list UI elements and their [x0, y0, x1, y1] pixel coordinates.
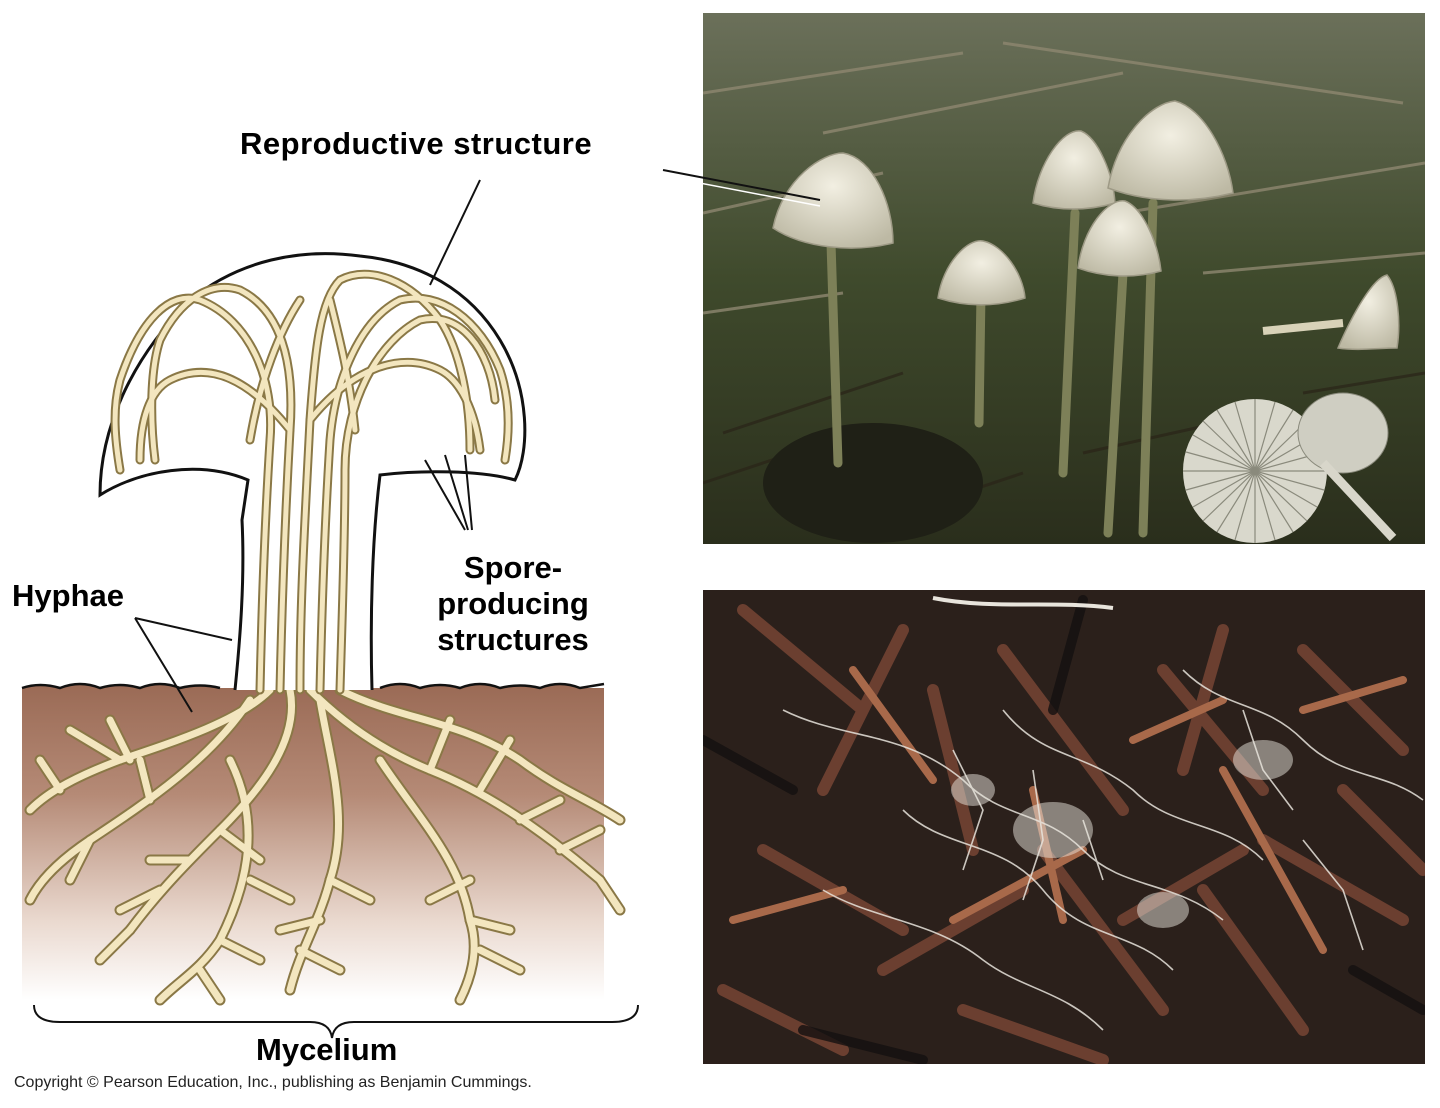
mycelium-brace: [33, 1004, 639, 1039]
label-spore-line3: structures: [437, 622, 589, 657]
label-mycelium: Mycelium: [256, 1032, 398, 1067]
copyright-notice: Copyright © Pearson Education, Inc., pub…: [14, 1074, 532, 1091]
label-spore-line1: Spore-: [463, 550, 563, 585]
fruiting-body-hyphae: [110, 269, 513, 695]
label-spore-producing-structures: Spore- producing structures: [428, 550, 598, 658]
mushroom-gills: [1183, 392, 1397, 543]
photo-mycelium: [703, 590, 1425, 1064]
label-spore-line2: producing: [437, 586, 589, 621]
fungus-diagram: [21, 179, 639, 1039]
mycelium-network: [24, 684, 626, 1006]
label-hyphae: Hyphae: [12, 578, 124, 613]
needle-litter: [703, 595, 1425, 1064]
photo-mushrooms: [703, 13, 1425, 544]
label-reproductive-structure: Reproductive structure: [240, 126, 593, 161]
soil: [22, 684, 604, 1000]
leader-lines: [134, 179, 481, 713]
mushroom-caps: [772, 100, 1400, 351]
